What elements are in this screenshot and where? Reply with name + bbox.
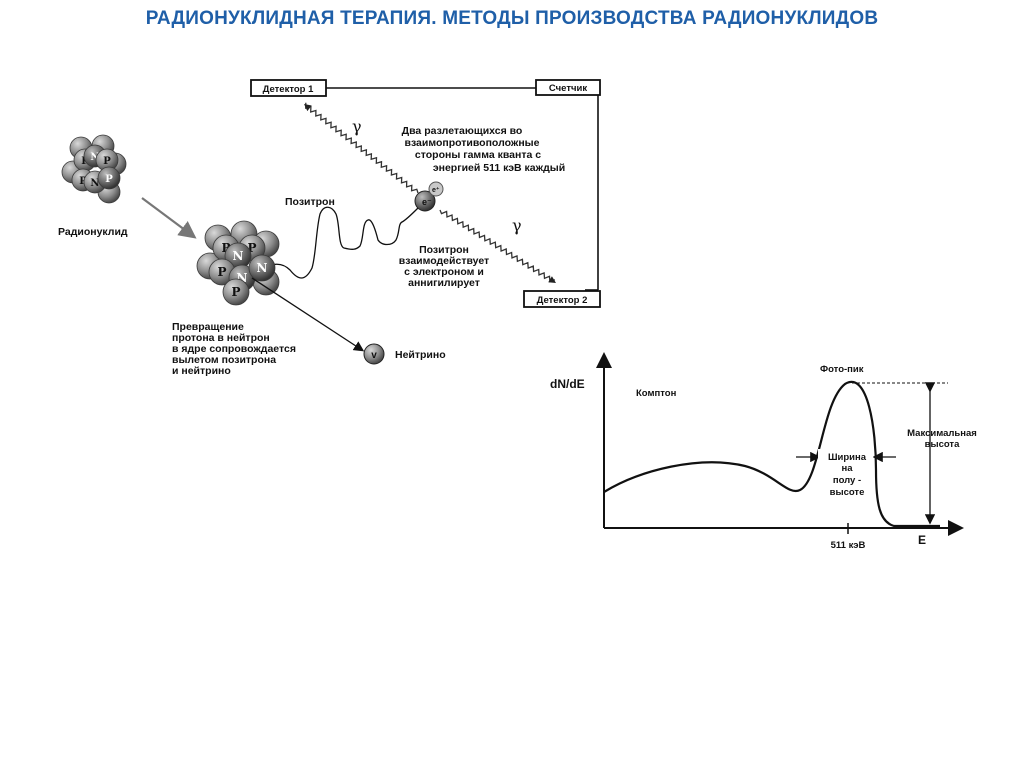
- gamma-description: Два разлетающихся во взаимопротивоположн…: [402, 125, 566, 174]
- positron-label: Позитрон: [285, 196, 335, 208]
- spectrum-y-label: dN/dE: [550, 377, 585, 391]
- neutrino-label: Нейтрино: [395, 349, 446, 361]
- nucleon-label: P: [217, 265, 226, 279]
- fwhm-label-2: на: [841, 463, 853, 474]
- gamma-ray-1: [306, 103, 418, 193]
- nucleon-label: N: [233, 249, 244, 263]
- neutrino-particle: v: [364, 344, 384, 364]
- annihilation-description: Позитрон взаимодействует с электроном и …: [399, 244, 489, 289]
- spectrum-x-label: E: [918, 533, 926, 547]
- nucleon-label: P: [103, 156, 111, 167]
- radionuclide-label: Радионуклид: [58, 226, 128, 238]
- max-height-label-1: Максимальная: [907, 428, 977, 439]
- fwhm-label-3: полу -: [833, 475, 861, 486]
- fwhm-label-4: высоте: [830, 487, 865, 498]
- svg-text:и нейтрино: и нейтрино: [172, 365, 231, 377]
- nucleon-label: P: [105, 174, 113, 185]
- gamma-symbol-1: γ: [352, 117, 362, 136]
- max-height-label-2: высота: [925, 439, 960, 450]
- detector-1-box: Детектор 1: [251, 80, 326, 96]
- spectrum-curve: [604, 382, 940, 526]
- svg-text:энергией 511 кэВ каждый: энергией 511 кэВ каждый: [433, 162, 565, 174]
- fwhm-label-1: Ширина: [828, 452, 867, 463]
- conversion-description: Превращение протона в нейтрон в ядре соп…: [172, 321, 296, 377]
- spectrum-graph: dN/dE E 511 кэВ Комптон Фото-пик Максима…: [550, 356, 977, 551]
- positron-path: [262, 207, 418, 278]
- svg-text:стороны гамма кванта с: стороны гамма кванта с: [415, 149, 541, 161]
- detector-2-box: Детектор 2: [524, 291, 600, 307]
- counter-label: Счетчик: [549, 83, 587, 94]
- gamma-symbol-2: γ: [512, 216, 522, 235]
- nucleon-label: P: [231, 285, 240, 299]
- counter-box: Счетчик: [536, 80, 600, 95]
- decay-arrow: [142, 198, 193, 236]
- detector-1-label: Детектор 1: [263, 84, 315, 95]
- electron-label: e⁻: [422, 197, 432, 207]
- nucleon-label: N: [257, 261, 268, 275]
- svg-text:взаимопротивоположные: взаимопротивоположные: [404, 137, 539, 149]
- detector-2-label: Детектор 2: [537, 295, 588, 306]
- svg-text:Два разлетающихся во: Два разлетающихся во: [402, 125, 523, 137]
- compton-label: Комптон: [636, 388, 677, 399]
- neutrino-symbol: v: [371, 350, 377, 361]
- tick-511-label: 511 кэВ: [831, 540, 866, 551]
- annihilation-particles: e⁻ e⁺: [415, 182, 443, 211]
- positron-particle-label: e⁺: [432, 186, 440, 194]
- photopeak-label: Фото-пик: [820, 364, 864, 375]
- svg-text:аннигилирует: аннигилирует: [408, 277, 480, 289]
